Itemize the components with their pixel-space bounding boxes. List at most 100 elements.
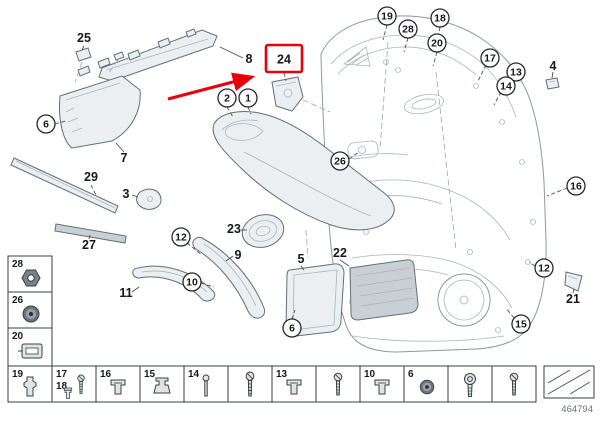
callout-5[interactable]: 5 [298, 252, 305, 266]
part-8-upper-trim-strip [98, 28, 218, 82]
a-pillar-triangle [342, 46, 371, 67]
callout-12-left[interactable]: 12 [171, 227, 191, 247]
fastener-box-15[interactable]: 15 [139, 365, 185, 403]
exploded-parts [10, 28, 419, 337]
callout-6-bottom[interactable]: 6 [282, 318, 302, 338]
fastener-box-13[interactable]: 13 [271, 365, 317, 403]
svg-text:16: 16 [100, 369, 112, 380]
svg-text:1: 1 [245, 93, 251, 105]
callout-6-left[interactable]: 6 [36, 114, 56, 134]
highlight-annotation: 24 [167, 43, 304, 101]
callout-27[interactable]: 27 [82, 238, 96, 252]
svg-text:15: 15 [515, 319, 527, 331]
corner-mark-box [543, 365, 595, 399]
part-23-speaker-cover [241, 214, 285, 248]
callout-7[interactable]: 7 [121, 151, 128, 165]
fastener-box-long-screw[interactable] [227, 365, 273, 403]
leader-lines [54, 24, 575, 320]
callout-24[interactable]: 24 [277, 53, 291, 67]
fastener-box-14[interactable]: 14 [183, 365, 229, 403]
fastener-box-20[interactable]: 20 [7, 327, 53, 367]
svg-text:14: 14 [188, 369, 200, 380]
callout-3[interactable]: 3 [123, 187, 130, 201]
svg-text:2: 2 [224, 93, 230, 105]
callout-10[interactable]: 10 [182, 272, 202, 292]
callout-17[interactable]: 17 [480, 48, 500, 68]
part-4-clip [545, 77, 560, 90]
svg-text:12: 12 [175, 232, 187, 244]
callout-9[interactable]: 9 [235, 248, 242, 262]
fastener-box-6[interactable]: 6 [403, 365, 449, 403]
callout-18[interactable]: 18 [430, 8, 450, 28]
svg-text:10: 10 [364, 369, 376, 380]
svg-text:15: 15 [144, 369, 156, 380]
highlight-box [264, 43, 304, 74]
svg-text:6: 6 [43, 119, 49, 131]
callout-1[interactable]: 1 [238, 88, 258, 108]
svg-text:14: 14 [500, 81, 512, 93]
grommet-nut-icon [419, 379, 435, 395]
callout-22[interactable]: 22 [333, 246, 347, 260]
part-3-cap [136, 188, 162, 210]
callout-26[interactable]: 26 [330, 151, 350, 171]
svg-text:13: 13 [276, 369, 288, 380]
svg-text:6: 6 [408, 369, 414, 380]
part-11-accent-trim [132, 265, 216, 302]
svg-text:10: 10 [186, 277, 198, 289]
callout-2[interactable]: 2 [217, 88, 237, 108]
callout-21[interactable]: 21 [566, 292, 580, 306]
fastener-box-screw-a[interactable] [315, 365, 361, 403]
svg-text:20: 20 [431, 38, 443, 50]
part-24-cover-highlighted [271, 76, 304, 112]
svg-text:26: 26 [334, 156, 346, 168]
svg-text:16: 16 [570, 181, 582, 193]
fastener-box-28[interactable]: 28 [7, 255, 53, 293]
part-21-tweeter-cover [564, 271, 583, 292]
svg-text:17: 17 [56, 369, 68, 380]
grommet-icon [22, 305, 40, 323]
door-pocket-line [351, 254, 513, 309]
callout-25[interactable]: 25 [77, 31, 91, 45]
part-22-insert-mat [349, 259, 419, 321]
svg-text:28: 28 [12, 259, 24, 270]
fastener-box-10[interactable]: 10 [359, 365, 405, 403]
callout-8[interactable]: 8 [246, 52, 253, 66]
corner-diagonal-mark-icon [547, 369, 591, 395]
callout-16[interactable]: 16 [566, 176, 586, 196]
callout-14[interactable]: 14 [496, 76, 516, 96]
svg-text:6: 6 [289, 323, 295, 335]
grab-handle-hole [347, 140, 379, 160]
svg-text:17: 17 [484, 53, 496, 65]
part-9-handle-trim [192, 236, 266, 319]
callout-20[interactable]: 20 [427, 33, 447, 53]
door-panel [320, 15, 583, 353]
callout-28[interactable]: 28 [398, 19, 418, 39]
callout-4[interactable]: 4 [550, 59, 557, 73]
fastener-box-16[interactable]: 16 [95, 365, 141, 403]
svg-text:18: 18 [56, 381, 68, 392]
callout-11[interactable]: 11 [119, 286, 132, 300]
callout-12-right[interactable]: 12 [534, 258, 554, 278]
callout-23[interactable]: 23 [227, 222, 241, 236]
armrest-contour [339, 179, 511, 241]
mounting-bracket-icon [17, 343, 43, 359]
fastener-box-26[interactable]: 26 [7, 291, 53, 329]
plug-icon [153, 377, 171, 394]
fastener-legend: 28 26 20 19 17 18 16 [7, 255, 595, 415]
svg-text:12: 12 [538, 263, 550, 275]
callout-13[interactable]: 13 [506, 62, 526, 82]
callout-15[interactable]: 15 [511, 314, 531, 334]
part-5-pocket-cover [285, 263, 345, 337]
part-29-rod [10, 157, 119, 214]
svg-text:13: 13 [510, 67, 522, 79]
callout-29[interactable]: 29 [84, 170, 98, 184]
fastener-box-19[interactable]: 19 [7, 365, 53, 403]
fastener-box-screw-b[interactable] [491, 365, 537, 403]
svg-text:19: 19 [12, 369, 24, 380]
callout-19[interactable]: 19 [377, 6, 397, 26]
part-27-strip [54, 223, 127, 244]
fastener-box-torx[interactable] [447, 365, 493, 403]
fastener-box-17-18[interactable]: 17 18 [51, 365, 97, 403]
